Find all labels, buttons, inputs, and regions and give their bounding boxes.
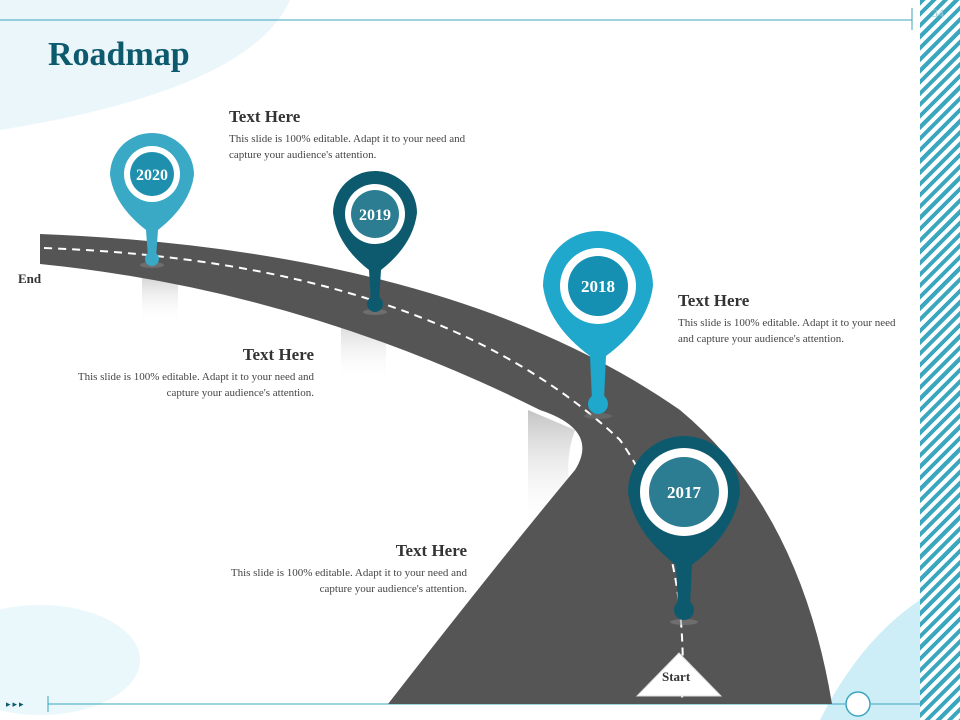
text-block-body: This slide is 100% editable. Adapt it to… xyxy=(77,371,314,399)
text-block-heading: Text Here xyxy=(229,107,301,126)
nav-arrows-icon[interactable]: ▸▸▸ xyxy=(6,699,26,709)
text-block-2020: Text Here This slide is 100% editable. A… xyxy=(229,107,479,163)
text-block-2019: Text Here This slide is 100% editable. A… xyxy=(64,345,314,401)
text-block-heading: Text Here xyxy=(678,291,750,310)
milestone-year-2020: 2020 xyxy=(136,167,168,184)
end-label: End xyxy=(18,271,42,286)
milestone-2017-pin[interactable]: 2017 xyxy=(628,436,740,625)
milestone-2018-pin[interactable]: 2018 xyxy=(542,230,653,419)
text-block-heading: Text Here xyxy=(242,345,314,364)
road-surface xyxy=(40,234,832,704)
text-block-heading: Text Here xyxy=(395,541,467,560)
text-block-2018: Text Here This slide is 100% editable. A… xyxy=(678,291,913,347)
milestone-year-2017: 2017 xyxy=(667,483,702,502)
road-center-line xyxy=(43,247,684,701)
striped-side-bar xyxy=(920,0,960,720)
milestone-2020-pin[interactable]: 2020 xyxy=(110,133,194,268)
page-number: 34 xyxy=(932,6,944,20)
page-title: Roadmap xyxy=(48,36,190,73)
milestone-year-2018: 2018 xyxy=(581,277,615,296)
text-block-2017: Text Here This slide is 100% editable. A… xyxy=(217,541,467,597)
text-block-body: This slide is 100% editable. Adapt it to… xyxy=(230,567,467,595)
text-block-body: This slide is 100% editable. Adapt it to… xyxy=(229,133,466,161)
milestone-2019-pin[interactable]: 2019 xyxy=(333,171,417,315)
start-label: Start xyxy=(662,669,691,684)
start-marker xyxy=(635,652,723,697)
milestone-year-2019: 2019 xyxy=(359,207,391,224)
text-block-body: This slide is 100% editable. Adapt it to… xyxy=(678,317,896,345)
